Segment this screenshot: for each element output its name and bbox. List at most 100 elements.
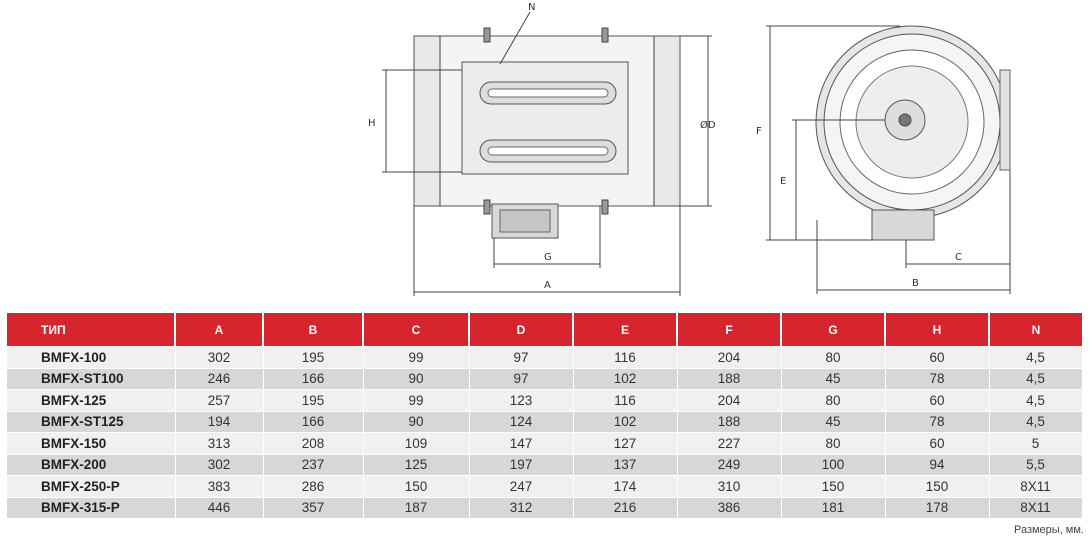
value-cell: 247 xyxy=(469,475,574,497)
value-cell: 60 xyxy=(885,432,990,454)
header-b: B xyxy=(263,313,364,347)
value-cell: 312 xyxy=(469,496,574,518)
header-d: D xyxy=(469,313,574,347)
value-cell: 90 xyxy=(363,367,470,390)
value-cell: 178 xyxy=(885,496,990,518)
value-cell: 94 xyxy=(885,453,990,476)
value-cell: 116 xyxy=(573,346,678,368)
value-cell: 60 xyxy=(885,346,990,368)
value-cell: 204 xyxy=(677,346,782,368)
value-cell: 80 xyxy=(781,432,886,454)
value-cell: 5 xyxy=(989,432,1083,454)
value-cell: 386 xyxy=(677,496,782,518)
value-cell: 4,5 xyxy=(989,346,1083,368)
dim-label-f: F xyxy=(756,126,762,137)
side-view xyxy=(382,11,712,296)
header-a: A xyxy=(175,313,264,347)
value-cell: 123 xyxy=(469,389,574,411)
value-cell: 125 xyxy=(363,453,470,476)
value-cell: 4,5 xyxy=(989,367,1083,390)
model-cell: BMFX-150 xyxy=(7,432,176,454)
dim-label-h: H xyxy=(368,118,376,129)
model-cell: BMFX-ST125 xyxy=(7,410,176,433)
value-cell: 257 xyxy=(175,389,264,411)
value-cell: 4,5 xyxy=(989,389,1083,411)
value-cell: 181 xyxy=(781,496,886,518)
dim-label-g: G xyxy=(544,252,552,263)
value-cell: 102 xyxy=(573,367,678,390)
value-cell: 195 xyxy=(263,346,364,368)
dim-label-e: E xyxy=(780,176,786,187)
value-cell: 45 xyxy=(781,367,886,390)
value-cell: 97 xyxy=(469,346,574,368)
value-cell: 4,5 xyxy=(989,410,1083,433)
value-cell: 137 xyxy=(573,453,678,476)
value-cell: 383 xyxy=(175,475,264,497)
value-cell: 99 xyxy=(363,389,470,411)
value-cell: 124 xyxy=(469,410,574,433)
value-cell: 216 xyxy=(573,496,678,518)
units-note: Размеры, мм. xyxy=(1013,524,1084,536)
value-cell: 109 xyxy=(363,432,470,454)
value-cell: 116 xyxy=(573,389,678,411)
value-cell: 302 xyxy=(175,453,264,476)
value-cell: 302 xyxy=(175,346,264,368)
value-cell: 150 xyxy=(781,475,886,497)
value-cell: 102 xyxy=(573,410,678,433)
dim-label-d: ØD xyxy=(700,119,716,131)
value-cell: 310 xyxy=(677,475,782,497)
front-view xyxy=(766,25,1011,294)
value-cell: 100 xyxy=(781,453,886,476)
header-g: G xyxy=(781,313,886,347)
model-cell: BMFX-100 xyxy=(7,346,176,368)
dim-label-c: C xyxy=(955,252,962,263)
value-cell: 8X11 xyxy=(989,475,1083,497)
value-cell: 188 xyxy=(677,410,782,433)
model-cell: BMFX-250-P xyxy=(7,475,176,497)
value-cell: 80 xyxy=(781,346,886,368)
header-h: H xyxy=(885,313,990,347)
model-cell: BMFX-ST100 xyxy=(7,367,176,390)
value-cell: 150 xyxy=(885,475,990,497)
value-cell: 166 xyxy=(263,410,364,433)
value-cell: 197 xyxy=(469,453,574,476)
technical-drawing: A G H ØD N B C E F xyxy=(368,2,1011,296)
value-cell: 286 xyxy=(263,475,364,497)
value-cell: 127 xyxy=(573,432,678,454)
header-c: C xyxy=(363,313,470,347)
value-cell: 5,5 xyxy=(989,453,1083,476)
value-cell: 357 xyxy=(263,496,364,518)
value-cell: 246 xyxy=(175,367,264,390)
header-type: ТИП xyxy=(7,313,176,347)
value-cell: 80 xyxy=(781,389,886,411)
model-cell: BMFX-200 xyxy=(7,453,176,476)
header-e: E xyxy=(573,313,678,347)
value-cell: 187 xyxy=(363,496,470,518)
dim-label-a: A xyxy=(544,280,551,291)
value-cell: 195 xyxy=(263,389,364,411)
value-cell: 208 xyxy=(263,432,364,454)
value-cell: 8X11 xyxy=(989,496,1083,518)
value-cell: 188 xyxy=(677,367,782,390)
header-f: F xyxy=(677,313,782,347)
value-cell: 78 xyxy=(885,410,990,433)
value-cell: 166 xyxy=(263,367,364,390)
value-cell: 237 xyxy=(263,453,364,476)
value-cell: 97 xyxy=(469,367,574,390)
dim-label-n: N xyxy=(528,2,535,13)
value-cell: 194 xyxy=(175,410,264,433)
value-cell: 99 xyxy=(363,346,470,368)
value-cell: 446 xyxy=(175,496,264,518)
value-cell: 60 xyxy=(885,389,990,411)
value-cell: 174 xyxy=(573,475,678,497)
